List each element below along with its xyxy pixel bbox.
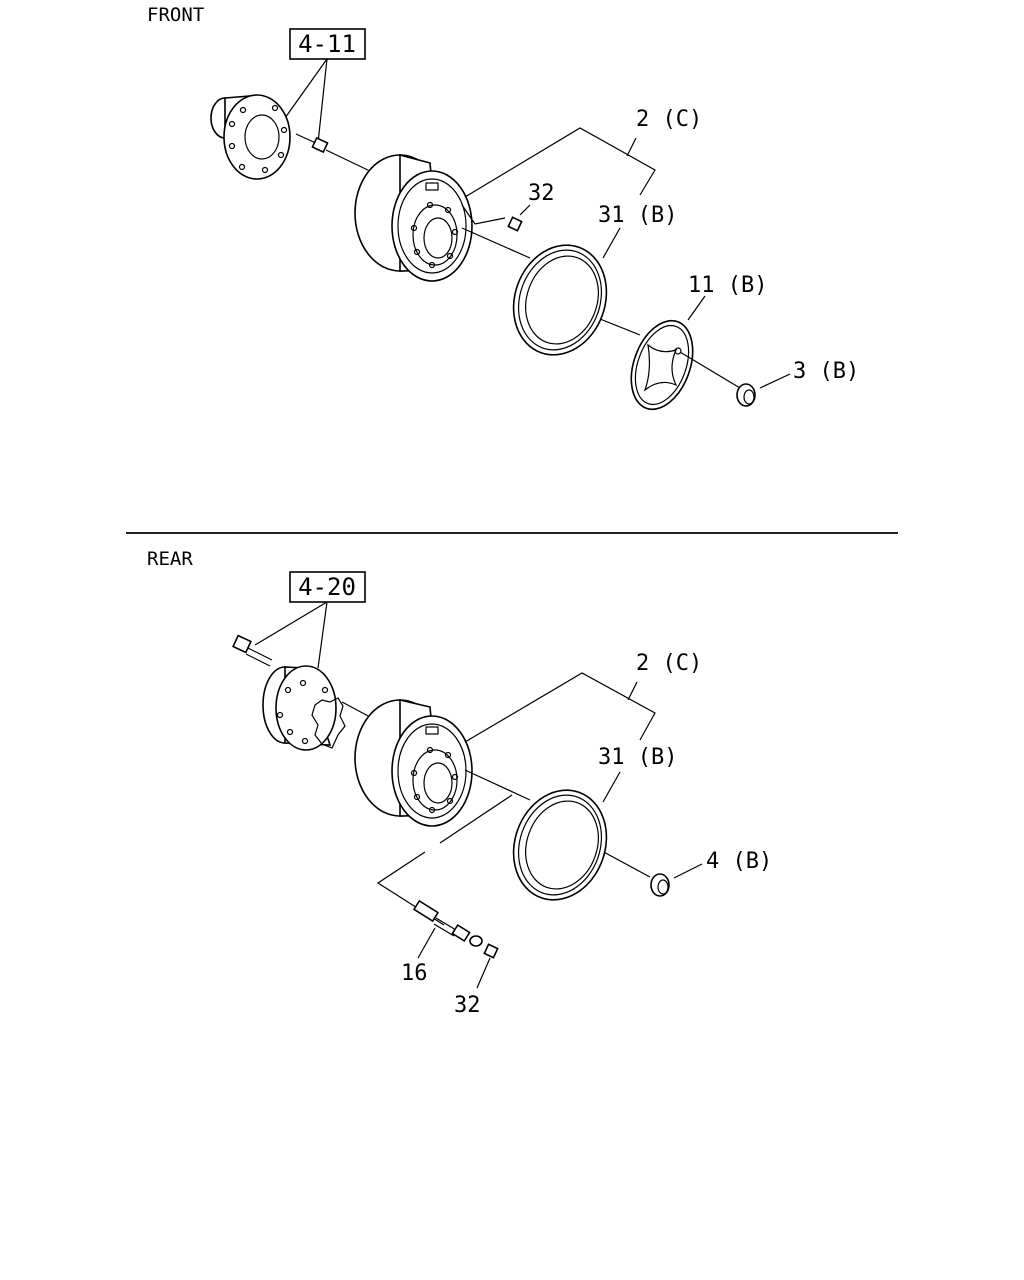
rear-label-valve: 16 — [401, 961, 428, 986]
rear-ref-box-label: 4-20 — [298, 573, 356, 601]
front-ref-box-label: 4-11 — [298, 30, 356, 58]
front-ring — [512, 244, 608, 356]
front-section-title: FRONT — [147, 4, 204, 26]
front-label-cover: 11 (B) — [688, 273, 767, 298]
front-nut — [736, 383, 756, 407]
rear-label-wheel: 2 (C) — [636, 651, 702, 676]
front-section: FRONT 4-11 — [147, 4, 859, 411]
front-wheel-cover — [630, 319, 694, 411]
rear-label-cap: 32 — [454, 993, 481, 1018]
rear-section: REAR 4-20 — [147, 548, 772, 1018]
front-label-nut: 3 (B) — [793, 359, 859, 384]
front-ref-box[interactable]: 4-11 — [289, 28, 366, 60]
rear-wheel — [354, 698, 473, 827]
front-stud — [295, 133, 329, 154]
rear-section-title: REAR — [147, 548, 193, 570]
front-label-cap: 32 — [528, 181, 555, 206]
front-label-wheel: 2 (C) — [636, 107, 702, 132]
rear-valve-cap — [483, 943, 499, 959]
rear-hub — [262, 665, 346, 751]
front-label-ring: 31 (B) — [598, 203, 677, 228]
rear-valve-extension — [412, 899, 483, 947]
front-valve-cap — [507, 216, 523, 232]
rear-nut — [650, 873, 670, 897]
front-wheel — [354, 153, 473, 282]
rear-hub-bolt — [232, 634, 273, 667]
rear-ring — [512, 789, 608, 901]
front-hub — [210, 94, 291, 180]
rear-ref-box[interactable]: 4-20 — [289, 571, 366, 603]
rear-label-ring: 31 (B) — [598, 745, 677, 770]
rear-label-nut: 4 (B) — [706, 849, 772, 874]
